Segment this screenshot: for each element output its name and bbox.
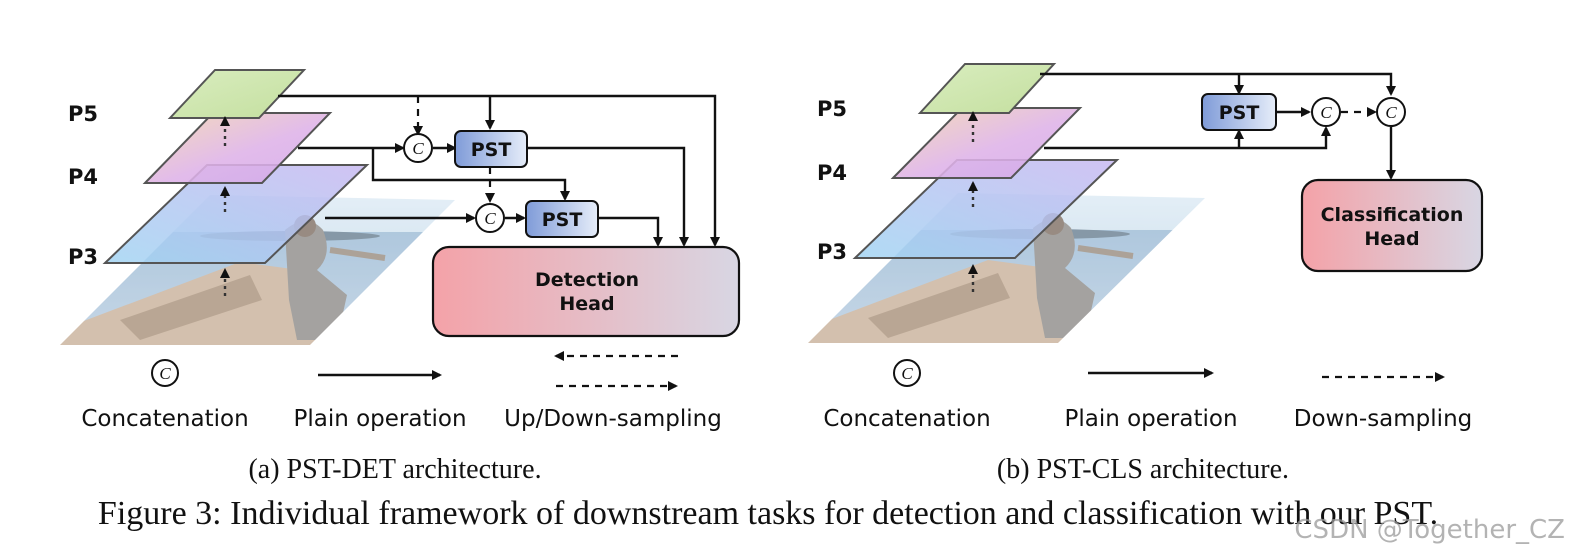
classification-head: Classification Head	[1300, 178, 1484, 273]
svg-text:PST: PST	[542, 209, 583, 231]
svg-text:C: C	[159, 364, 171, 383]
legend-concat-symbol-a: C	[151, 359, 179, 387]
legend-concat-symbol-b: C	[893, 359, 921, 387]
panel-a-pst-det: P5 P4 P3 C C PST	[60, 69, 741, 485]
level-label-p5-a: P5	[68, 102, 98, 126]
p5-plane-b	[917, 63, 1057, 114]
level-label-p5-b: P5	[817, 97, 847, 121]
svg-text:C: C	[484, 209, 496, 228]
p3-plane-a	[102, 164, 370, 264]
concat-node-a-1: C	[403, 133, 433, 163]
level-label-p3-a: P3	[68, 245, 98, 269]
p3-plane-b	[852, 159, 1120, 259]
legend-plain-label-b: Plain operation	[1064, 406, 1237, 432]
concat-node-b-1: C	[1311, 97, 1341, 127]
pst-block-b: PST	[1201, 93, 1277, 131]
svg-text:PST: PST	[471, 139, 512, 161]
p4-plane-b	[890, 107, 1083, 179]
pst-block-a-1: PST	[454, 130, 528, 168]
svg-text:C: C	[1320, 103, 1332, 122]
svg-text:C: C	[1385, 103, 1397, 122]
legend-sampling-label-b: Down-sampling	[1294, 406, 1473, 432]
svg-text:C: C	[412, 139, 424, 158]
legend-concat-label-b: Concatenation	[823, 406, 990, 432]
figure-caption: Figure 3: Individual framework of downst…	[98, 495, 1438, 532]
legend-a: C Concatenation Plain operation Up/Down-…	[81, 351, 722, 432]
legend-b: C Concatenation Plain operation Down-sam…	[823, 359, 1473, 432]
legend-concat-label-a: Concatenation	[81, 406, 248, 432]
concat-node-a-2: C	[475, 203, 505, 233]
detection-head: Detection Head	[431, 245, 741, 338]
svg-text:Classification: Classification	[1321, 204, 1464, 226]
svg-text:C: C	[901, 364, 913, 383]
watermark: CSDN @Together_CZ	[1294, 515, 1565, 545]
level-label-p3-b: P3	[817, 240, 847, 264]
svg-text:Head: Head	[1364, 228, 1419, 250]
svg-text:PST: PST	[1219, 102, 1260, 124]
p5-plane-a	[167, 69, 307, 119]
level-label-p4-b: P4	[817, 161, 847, 185]
svg-text:Detection: Detection	[535, 269, 639, 291]
pst-block-a-2: PST	[525, 200, 599, 238]
caption-b: (b) PST-CLS architecture.	[997, 454, 1289, 485]
caption-a: (a) PST-DET architecture.	[248, 454, 541, 485]
level-label-p4-a: P4	[68, 165, 98, 189]
svg-text:Head: Head	[559, 293, 614, 315]
legend-plain-label-a: Plain operation	[293, 406, 466, 432]
p4-plane-a	[142, 112, 333, 184]
panel-b-pst-cls: P5 P4 P3 C C PST Classification Hea	[808, 63, 1484, 485]
concat-node-b-2: C	[1376, 97, 1406, 127]
legend-sampling-label-a: Up/Down-sampling	[504, 406, 722, 432]
